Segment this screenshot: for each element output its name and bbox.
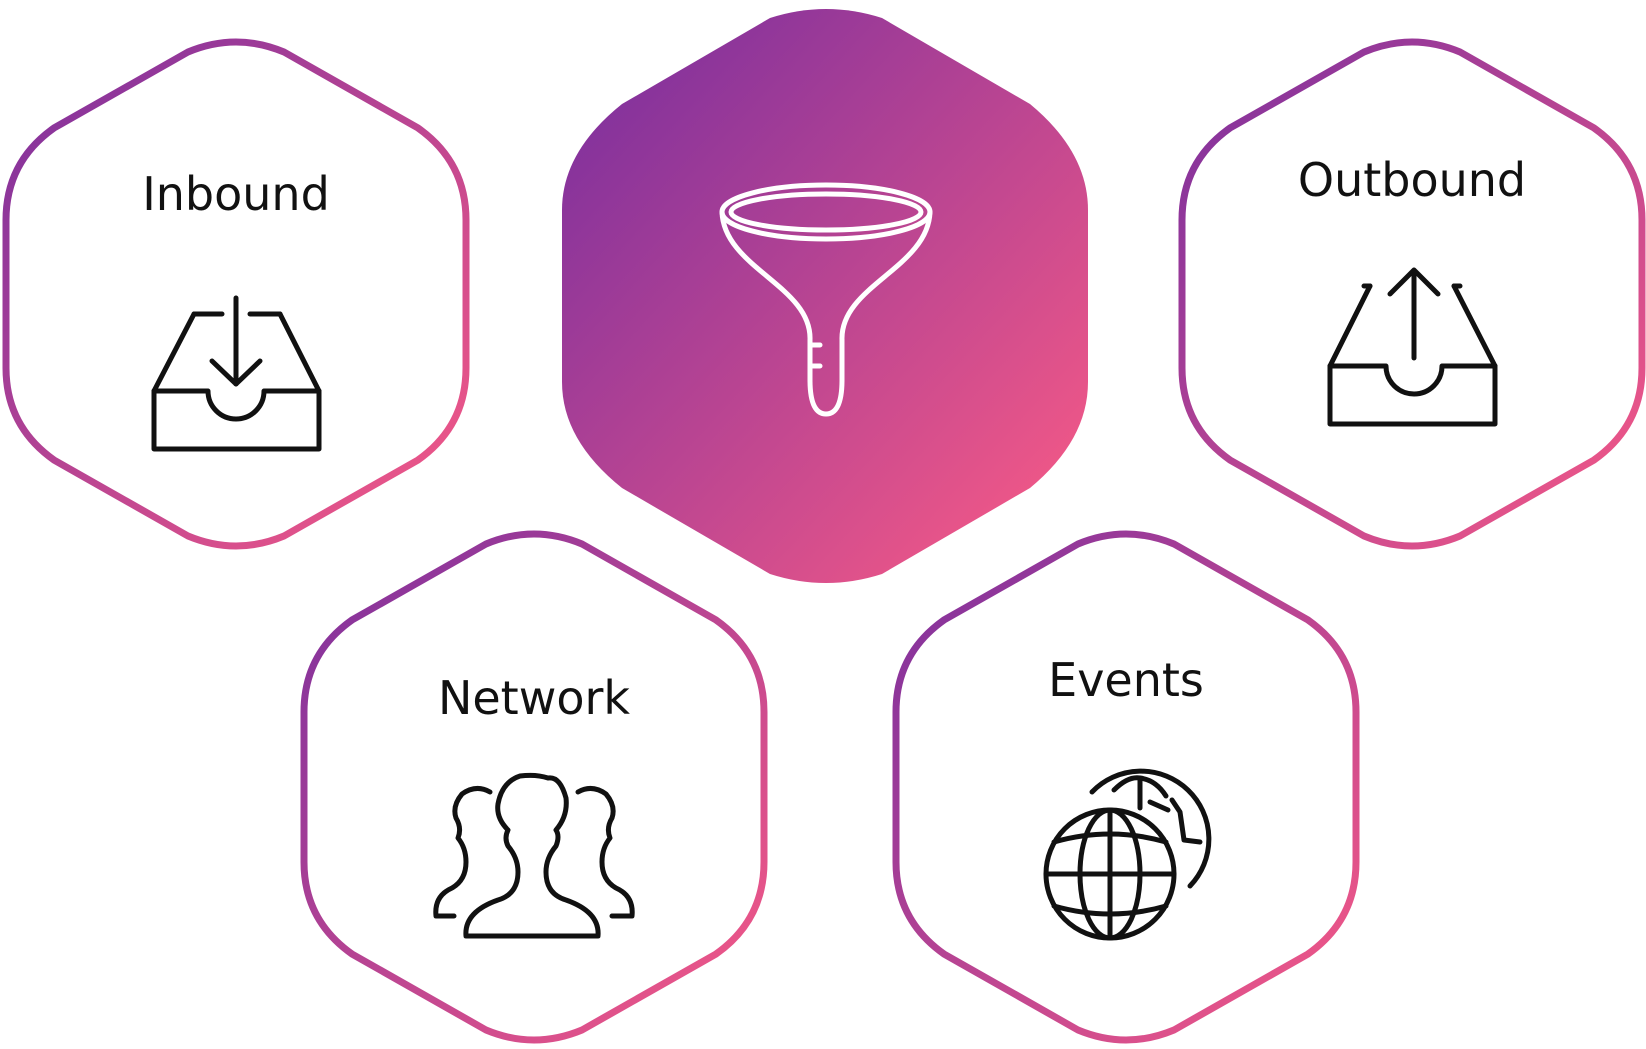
inbox-download-icon	[151, 295, 322, 452]
hex-network[interactable]: Network	[300, 530, 768, 1044]
center-hexagon	[562, 9, 1088, 583]
hex-inbound-label: Inbound	[142, 167, 330, 221]
hex-outbound[interactable]: Outbound	[1178, 38, 1646, 550]
funnel-icon	[719, 182, 933, 417]
hex-inbound[interactable]: Inbound	[2, 38, 470, 550]
hex-events[interactable]: Events	[892, 530, 1360, 1044]
hex-events-label: Events	[1048, 653, 1204, 707]
globes-icon	[1043, 768, 1212, 941]
hex-network-label: Network	[438, 671, 630, 725]
people-group-icon	[433, 772, 635, 939]
hex-outbound-label: Outbound	[1298, 153, 1526, 207]
outbox-upload-icon	[1327, 267, 1498, 427]
